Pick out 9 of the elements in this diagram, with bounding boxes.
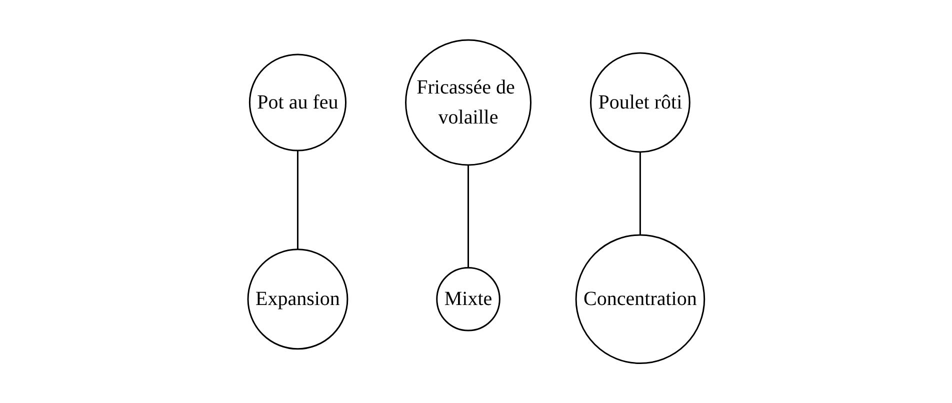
node-circle: Poulet rôti bbox=[590, 52, 690, 153]
node-circle: Expansion bbox=[247, 248, 348, 350]
connector bbox=[639, 152, 641, 235]
connector bbox=[467, 164, 469, 268]
node-circle: Mixte bbox=[436, 266, 500, 332]
node-circle: Fricassée de volaille bbox=[404, 39, 532, 166]
node-circle: Concentration bbox=[575, 234, 705, 364]
connector bbox=[296, 150, 298, 250]
node-circle: Pot au feu bbox=[248, 54, 346, 152]
